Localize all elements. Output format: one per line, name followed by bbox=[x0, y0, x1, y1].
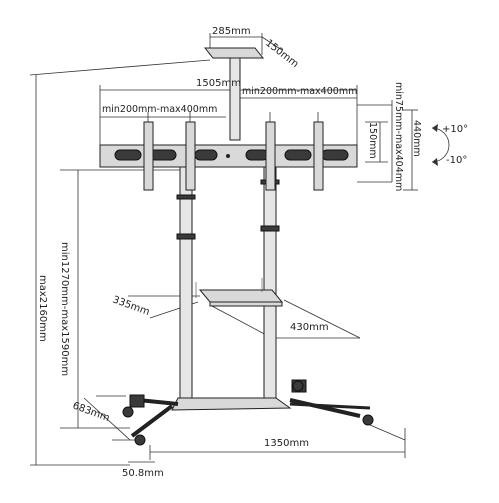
label-vesa-height-range: min75mm-max404mm bbox=[393, 82, 404, 191]
mounting-beam bbox=[99, 144, 358, 168]
top-shelf-plate bbox=[203, 47, 265, 141]
label-tilt-down: -10° bbox=[446, 155, 467, 166]
casters bbox=[122, 380, 374, 446]
label-bracket-height: 150mm bbox=[367, 122, 378, 159]
label-caster: 50.8mm bbox=[122, 468, 164, 479]
label-shelf-width: 430mm bbox=[290, 322, 329, 333]
label-tilt-up: +10° bbox=[442, 124, 468, 135]
label-total-width: 1505mm bbox=[196, 78, 241, 89]
middle-shelf bbox=[195, 278, 284, 307]
total-width-dimension-line bbox=[99, 85, 358, 155]
label-vesa-right: min200mm-max400mm bbox=[242, 86, 357, 97]
height-dimension-lines bbox=[29, 59, 211, 466]
label-top-plate-width: 285mm bbox=[212, 26, 251, 37]
top-plate-dimension-lines bbox=[209, 33, 283, 55]
tilt-arc bbox=[431, 124, 450, 166]
support-poles bbox=[176, 149, 280, 401]
label-shelf-depth: 335mm bbox=[111, 294, 151, 318]
label-vesa-left: min200mm-max400mm bbox=[102, 104, 217, 115]
label-top-plate-depth: 150mm bbox=[263, 38, 300, 70]
label-height-range: min1270mm-max1590mm bbox=[59, 242, 70, 376]
label-bracket-span: 440mm bbox=[411, 120, 422, 157]
label-max-height: max2160mm bbox=[37, 275, 48, 342]
label-base-width: 1350mm bbox=[264, 438, 309, 449]
right-vertical-dimension-lines bbox=[357, 100, 418, 191]
base-frame bbox=[129, 379, 371, 438]
vesa-brackets bbox=[143, 121, 324, 191]
